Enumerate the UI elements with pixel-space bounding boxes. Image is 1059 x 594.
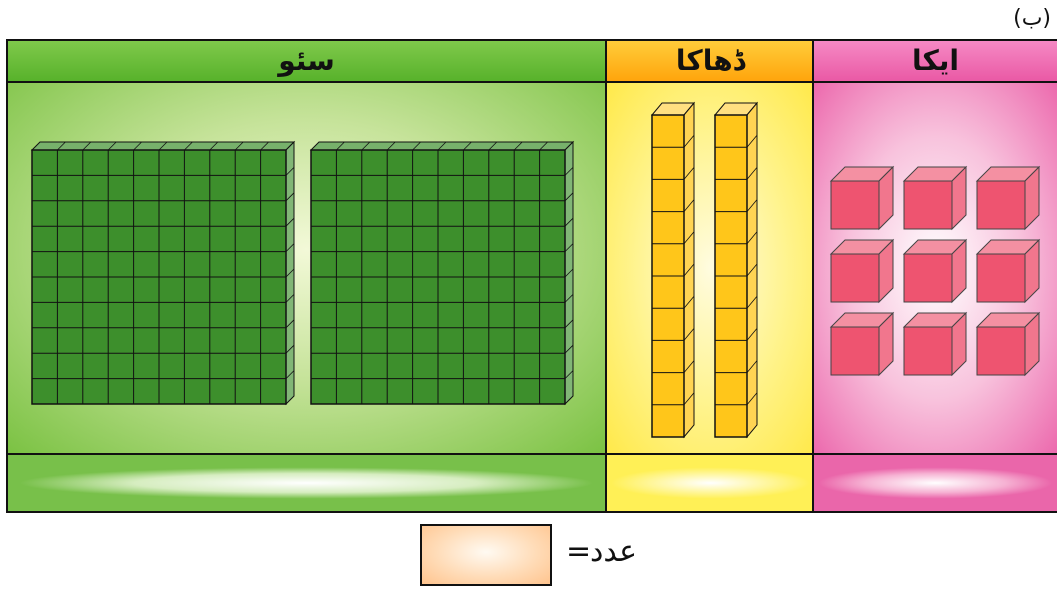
one-cube	[829, 238, 895, 304]
hundreds-blocks	[30, 140, 575, 406]
ones-column: ایکا	[812, 41, 1057, 511]
one-cube	[829, 311, 895, 377]
tens-answer-cell[interactable]	[607, 455, 814, 511]
tens-blocks	[650, 101, 759, 439]
hundred-flat	[309, 140, 575, 406]
ones-header: ایکا	[814, 41, 1057, 83]
hundreds-column: سئو	[8, 41, 605, 511]
one-cube	[829, 165, 895, 231]
part-label: (ب)	[1013, 6, 1051, 31]
tens-area	[607, 83, 814, 455]
answer-row: = عدد	[420, 524, 670, 588]
hundreds-area	[8, 83, 605, 455]
ten-rod	[713, 101, 759, 439]
one-cube	[975, 238, 1041, 304]
number-answer-box[interactable]	[420, 524, 552, 586]
ones-answer-cell[interactable]	[814, 455, 1057, 511]
one-cube	[902, 311, 968, 377]
tens-header: ڈھاکا	[607, 41, 814, 83]
place-value-chart: سئو ڈھاکا ایکا	[6, 39, 1057, 513]
hundred-flat	[30, 140, 296, 406]
ten-rod	[650, 101, 696, 439]
tens-column: ڈھاکا	[605, 41, 814, 511]
equals-sign: =	[566, 534, 592, 569]
one-cube	[902, 238, 968, 304]
one-cube	[975, 165, 1041, 231]
one-cube	[975, 311, 1041, 377]
number-word-label: عدد	[590, 534, 638, 569]
hundreds-answer-cell[interactable]	[8, 455, 605, 511]
one-cube	[902, 165, 968, 231]
ones-blocks	[829, 165, 1041, 377]
hundreds-header: سئو	[8, 41, 605, 83]
ones-area	[814, 83, 1057, 455]
